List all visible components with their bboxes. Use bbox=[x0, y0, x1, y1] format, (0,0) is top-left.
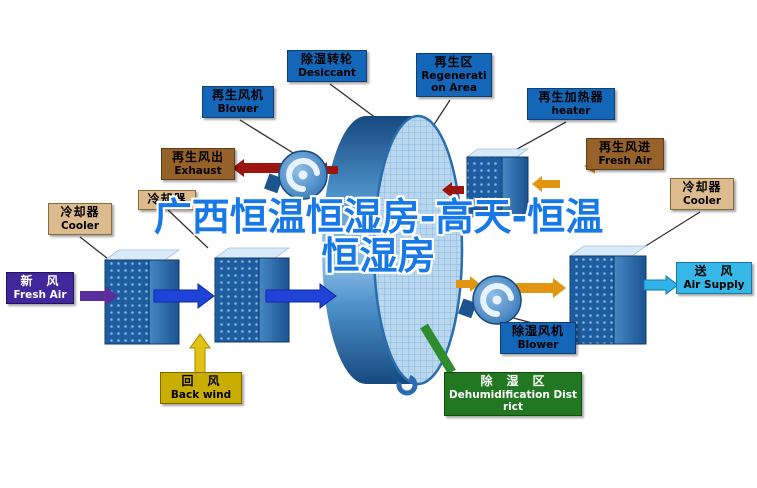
arrow-process-2 bbox=[265, 283, 337, 309]
arrow-dry-air-2 bbox=[516, 278, 566, 298]
desiccant-wheel bbox=[322, 114, 464, 396]
arrow-back-wind bbox=[189, 333, 211, 375]
label-regen-heater: 再生加热器 heater bbox=[527, 88, 615, 120]
arrow-regen-2 bbox=[442, 182, 464, 198]
flow-arrows bbox=[80, 158, 679, 375]
label-fresh-air: 新 风 Fresh Air bbox=[6, 272, 74, 304]
label-back-wind: 回 风 Back wind bbox=[160, 372, 242, 404]
label-cooler-right: 冷却器 Cooler bbox=[670, 178, 734, 210]
label-desiccant: 除湿转轮 Desiccant bbox=[287, 50, 367, 82]
label-regen-fresh-air: 再生风进 Fresh Air bbox=[586, 138, 664, 170]
arrow-air-supply bbox=[643, 275, 679, 295]
label-regen-blower: 再生风机 Blower bbox=[202, 86, 274, 118]
label-dehumid-district: 除 湿 区 Dehumidification District bbox=[444, 372, 582, 416]
leader-lines bbox=[79, 83, 701, 325]
label-cooler-small: 冷却器 bbox=[138, 190, 196, 210]
arrow-dry-air-1 bbox=[456, 276, 480, 292]
label-cooler-left: 冷却器 Cooler bbox=[48, 203, 112, 235]
label-air-supply: 送 风 Air Supply bbox=[676, 262, 752, 294]
arrow-regen-exhaust bbox=[232, 159, 286, 177]
air-unit-right bbox=[568, 245, 648, 345]
label-dehumid-blower: 除湿风机 Blower bbox=[500, 322, 576, 354]
label-exhaust: 再生风出 Exhaust bbox=[161, 148, 235, 180]
regen-fan bbox=[264, 150, 328, 200]
label-regen-area: 再生区 Regeneration Area bbox=[416, 53, 492, 97]
arrow-process-1 bbox=[153, 283, 215, 309]
watermark: 广西恒温恒湿房-高天-恒温 恒湿房 bbox=[0, 198, 757, 276]
watermark-line-2: 恒湿房 bbox=[321, 233, 436, 278]
air-unit-regeneration bbox=[465, 148, 530, 218]
dehumid-district-connector bbox=[420, 323, 456, 375]
arrow-regen-in-1 bbox=[532, 176, 560, 192]
arrow-fresh-air bbox=[80, 286, 118, 306]
dehumid-fan bbox=[458, 275, 522, 325]
watermark-line-1: 广西恒温恒湿房-高天-恒温 bbox=[153, 195, 604, 239]
wheel-drive-bracket bbox=[396, 374, 418, 396]
